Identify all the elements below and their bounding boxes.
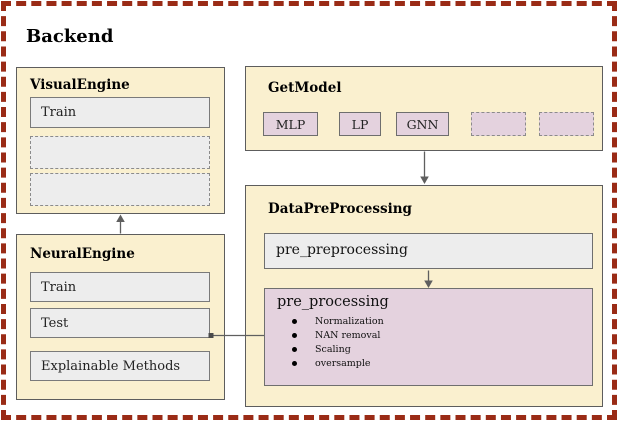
pre-preprocessing-label: pre_preprocessing <box>276 242 408 258</box>
bullet-item: NAN removal <box>265 329 592 342</box>
arrowhead-up-icon <box>116 214 125 222</box>
bullet-label: NAN removal <box>315 330 381 341</box>
gnn-label: GNN <box>406 116 439 132</box>
getmodel-mlp-chip: MLP <box>263 112 318 136</box>
pre-processing-box: pre_processing Normalization NAN removal… <box>264 288 593 386</box>
getmodel-placeholder-chip <box>471 112 526 136</box>
neuralengine-explainable-methods-label: Explainable Methods <box>41 358 181 374</box>
getmodel-title: GetModel <box>268 80 342 96</box>
neuralengine-train-box: Train <box>30 272 210 302</box>
lp-label: LP <box>351 116 369 132</box>
bullet-dot <box>292 333 297 338</box>
neuralengine-box: NeuralEngine Train Test Explainable Meth… <box>16 234 225 400</box>
visualengine-box: VisualEngine Train <box>16 67 225 214</box>
visualengine-placeholder-box <box>30 173 210 206</box>
pre-processing-title: pre_processing <box>277 294 389 310</box>
neuralengine-title: NeuralEngine <box>30 246 135 262</box>
bullet-label: Scaling <box>315 344 351 355</box>
bullet-item: Normalization <box>265 315 592 328</box>
bullet-label: Normalization <box>315 316 384 327</box>
bullet-dot <box>292 361 297 366</box>
datapreprocessing-box: DataPreProcessing pre_preprocessing pre_… <box>245 185 603 407</box>
visualengine-title: VisualEngine <box>30 77 130 93</box>
getmodel-box: GetModel MLP LP GNN <box>245 66 603 151</box>
arrowhead-down-icon <box>420 176 429 184</box>
bullet-dot <box>292 347 297 352</box>
bullet-label: oversample <box>315 358 371 369</box>
bullet-dot <box>292 319 297 324</box>
bullet-item: Scaling <box>265 343 592 356</box>
getmodel-gnn-chip: GNN <box>396 112 449 136</box>
getmodel-lp-chip: LP <box>339 112 381 136</box>
visualengine-train-label: Train <box>41 105 77 120</box>
visualengine-placeholder-box <box>30 136 210 169</box>
neuralengine-train-label: Train <box>41 279 77 295</box>
bullet-item: oversample <box>265 357 592 370</box>
page-title: Backend <box>26 26 114 47</box>
mlp-label: MLP <box>275 116 306 132</box>
neuralengine-explainable-methods-box: Explainable Methods <box>30 351 210 381</box>
neuralengine-test-label: Test <box>41 315 69 331</box>
neuralengine-test-box: Test <box>30 308 210 338</box>
visualengine-train-box: Train <box>30 97 210 128</box>
getmodel-placeholder-chip <box>539 112 594 136</box>
datapreprocessing-title: DataPreProcessing <box>268 201 412 217</box>
pre-preprocessing-box: pre_preprocessing <box>264 233 593 269</box>
